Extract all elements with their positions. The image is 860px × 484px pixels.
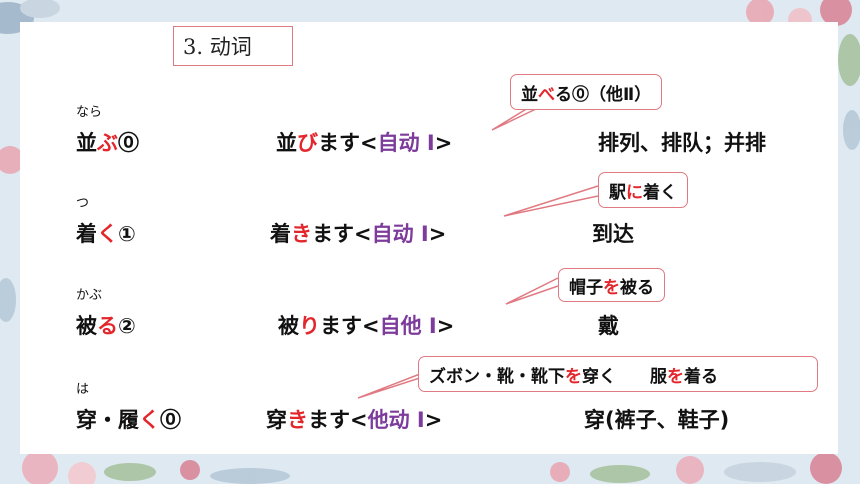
verb-stem: 着 bbox=[270, 222, 291, 246]
callout-particle: を bbox=[603, 277, 620, 298]
verb-stem: 被 bbox=[76, 314, 97, 338]
verb-stem: 穿・履 bbox=[76, 408, 139, 432]
callout-particle: に bbox=[626, 182, 643, 203]
slide-card: 3. 动词 なら 並ぶ⓪ 並びます<自动 Ⅰ> 排列、排队；并排 並べる⓪（他Ⅱ… bbox=[20, 22, 838, 454]
callout-pointers bbox=[357, 107, 599, 399]
verb-type: 自动 Ⅰ bbox=[371, 222, 429, 246]
masu-suffix: ます< bbox=[318, 131, 378, 155]
example-callout: 帽子を被る bbox=[558, 268, 665, 302]
dictionary-form: 被る② bbox=[76, 310, 136, 340]
verb-ending: び bbox=[297, 131, 318, 155]
meaning: 到达 bbox=[592, 222, 634, 246]
section-title: 3. 动词 bbox=[173, 26, 293, 66]
meaning: 穿(裤子、鞋子) bbox=[584, 408, 730, 432]
verb-stem: 着 bbox=[76, 222, 97, 246]
masu-close: > bbox=[436, 314, 455, 338]
masu-close: > bbox=[434, 131, 453, 155]
accent-mark: ① bbox=[118, 222, 136, 246]
furigana: なら bbox=[76, 105, 103, 120]
callout-text: 並 bbox=[521, 84, 538, 105]
verb-ending: ぶ bbox=[97, 131, 118, 155]
meaning: 排列、排队；并排 bbox=[598, 131, 766, 155]
dictionary-form: 穿・履く⓪ bbox=[76, 404, 181, 434]
verb-ending: り bbox=[299, 314, 320, 338]
furigana: は bbox=[76, 382, 90, 397]
masu-suffix: ます< bbox=[308, 408, 368, 432]
verb-ending: く bbox=[139, 408, 160, 432]
masu-close: > bbox=[428, 222, 447, 246]
furigana: かぶ bbox=[76, 288, 103, 303]
verb-stem: 並 bbox=[76, 131, 97, 155]
verb-type: 他动 Ⅰ bbox=[367, 408, 425, 432]
masu-close: > bbox=[424, 408, 443, 432]
dictionary-form: 並ぶ⓪ bbox=[76, 127, 139, 157]
callout-text: 被る bbox=[620, 277, 654, 298]
masu-form: 着きます<自动 Ⅰ> bbox=[270, 218, 446, 248]
callout-text: 帽子 bbox=[569, 277, 603, 298]
accent-mark: ⓪ bbox=[118, 131, 139, 155]
masu-suffix: ます< bbox=[312, 222, 372, 246]
accent-mark: ⓪ bbox=[160, 408, 181, 432]
example-callout: ズボン・靴・靴下を穿く 服を着る bbox=[418, 356, 818, 392]
masu-form: 被ります<自他 Ⅰ> bbox=[278, 310, 454, 340]
callout-text: 穿く bbox=[582, 366, 616, 387]
verb-ending: く bbox=[97, 222, 118, 246]
verb-stem: 並 bbox=[276, 131, 297, 155]
furigana: つ bbox=[76, 196, 90, 211]
callout-text: る⓪（他Ⅱ） bbox=[555, 84, 652, 105]
verb-type: 自他 Ⅰ bbox=[379, 314, 437, 338]
verb-ending: き bbox=[291, 222, 312, 246]
verb-stem: 穿 bbox=[266, 408, 287, 432]
dictionary-form: 着く① bbox=[76, 218, 136, 248]
callout-text: 着る bbox=[684, 366, 718, 387]
callout-particle: べ bbox=[538, 84, 555, 105]
verb-type: 自动 Ⅰ bbox=[377, 131, 435, 155]
callout-text: 着く bbox=[643, 182, 677, 203]
verb-ending: き bbox=[287, 408, 308, 432]
verb-stem: 被 bbox=[278, 314, 299, 338]
verb-ending: る bbox=[97, 314, 118, 338]
callout-text: ズボン・靴・靴下 bbox=[429, 366, 565, 387]
masu-form: 並びます<自动 Ⅰ> bbox=[276, 127, 452, 157]
example-callout: 駅に着く bbox=[598, 172, 688, 208]
example-callout: 並べる⓪（他Ⅱ） bbox=[510, 74, 663, 110]
meaning: 戴 bbox=[598, 314, 619, 338]
callout-text: 駅 bbox=[609, 182, 626, 203]
accent-mark: ② bbox=[118, 314, 136, 338]
callout-text: 服 bbox=[616, 366, 667, 387]
masu-suffix: ます< bbox=[320, 314, 380, 338]
masu-form: 穿きます<他动 Ⅰ> bbox=[266, 404, 442, 434]
callout-particle: を bbox=[667, 366, 684, 387]
callout-particle: を bbox=[565, 366, 582, 387]
